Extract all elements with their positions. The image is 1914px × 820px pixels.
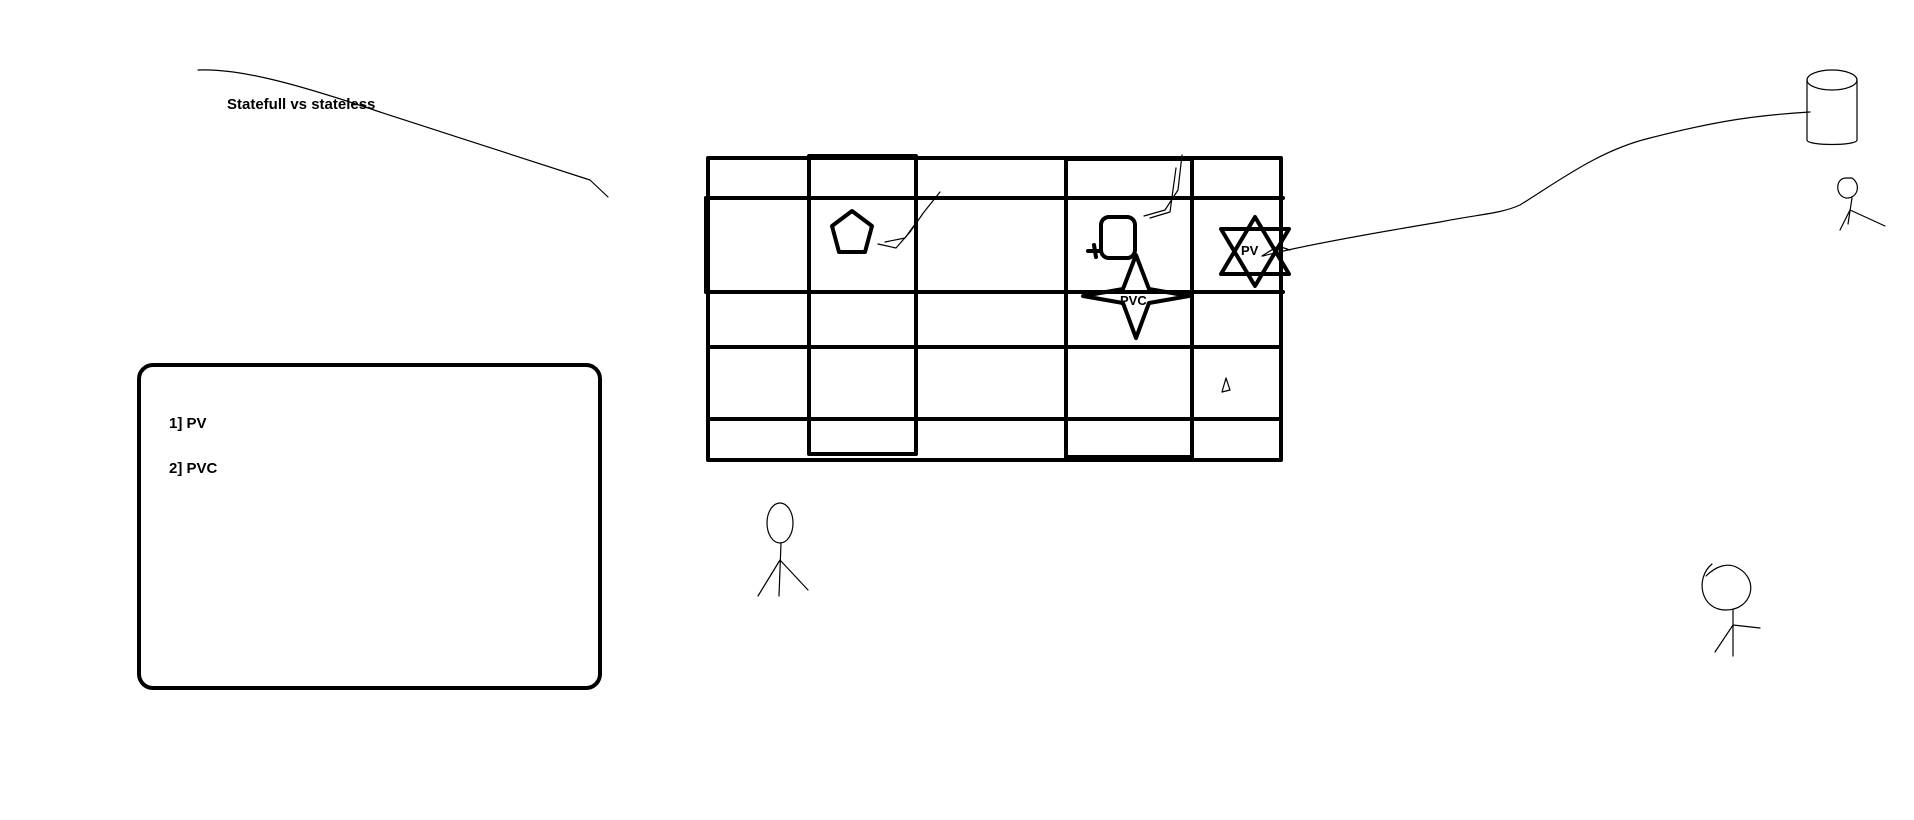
star4-label: PVC xyxy=(1120,293,1147,308)
pentagon-icon xyxy=(830,209,874,254)
star6-label: PV xyxy=(1241,243,1259,258)
pod-scribble xyxy=(1143,154,1183,217)
pod-marker xyxy=(1086,243,1102,259)
pv-storage-link xyxy=(1262,111,1811,257)
cluster-grid xyxy=(704,154,1285,462)
notes-item-pvc: 2] PVC xyxy=(169,460,218,477)
small-mark xyxy=(1221,377,1231,393)
stick-figure-icon xyxy=(1701,563,1761,657)
stick-figure-icon xyxy=(757,502,809,597)
title-scribble-line xyxy=(197,69,609,198)
notes-box xyxy=(137,363,602,690)
page-title: Statefull vs stateless xyxy=(227,96,375,113)
stick-figure-icon xyxy=(1837,177,1886,231)
node-column-1 xyxy=(807,154,918,456)
star4-pvc xyxy=(1081,253,1191,340)
rounded-square-icon xyxy=(1099,215,1137,260)
pentagon-scribble xyxy=(877,191,941,249)
star6-pv xyxy=(1219,215,1291,288)
cylinder-icon xyxy=(1806,69,1858,146)
node-column-2 xyxy=(1064,157,1194,459)
notes-item-pv: 1] PV xyxy=(169,415,207,432)
